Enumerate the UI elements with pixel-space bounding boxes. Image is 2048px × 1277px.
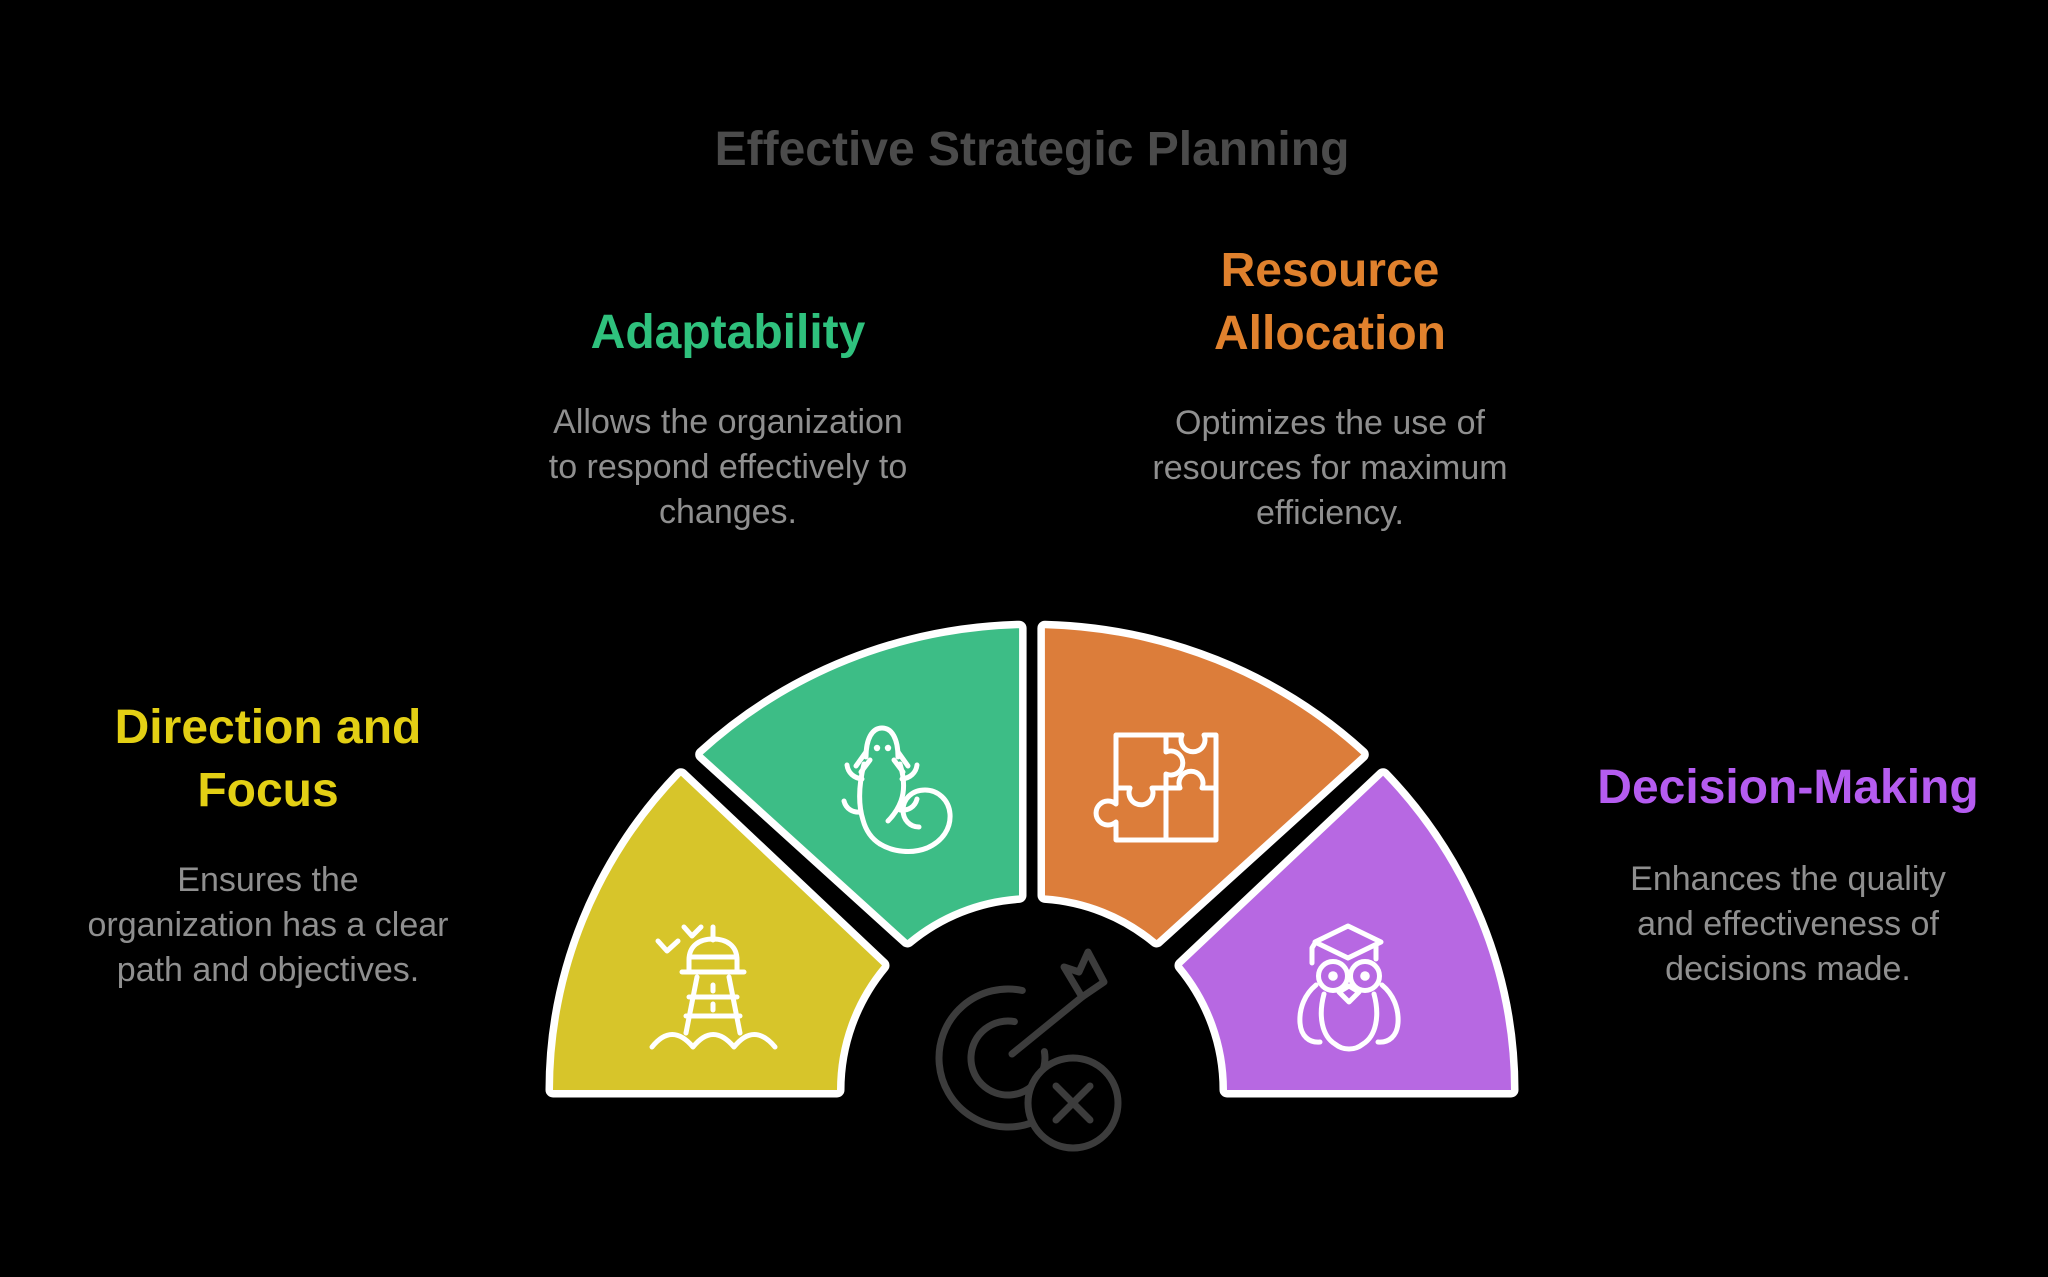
segment-resource-allocation: [1037, 620, 1369, 948]
section-direction-and-focus: Direction and Focus Ensures the organiza…: [18, 696, 518, 993]
body-line: efficiency.: [1255, 494, 1405, 532]
heading-line: Resource: [1220, 244, 1440, 297]
section-resource-allocation-description: Optimizes the use of resources for maxim…: [1080, 401, 1580, 536]
target-outer-ring: [935, 985, 1038, 1131]
body-line: Optimizes the use of: [1175, 404, 1485, 442]
section-adaptability-description: Allows the organization to respond effec…: [478, 400, 978, 535]
heading-line: Decision-Making: [1597, 761, 1979, 814]
body-line: and effectiveness of: [1637, 905, 1939, 943]
body-line: organization has a clear: [87, 906, 449, 944]
salamander-icon: [841, 725, 953, 854]
body-line: resources for maximum: [1152, 449, 1508, 487]
section-adaptability: Adaptability Allows the organization to …: [478, 301, 978, 535]
body-line: Ensures the: [177, 861, 359, 899]
owl-graduate-icon: [1297, 923, 1401, 1052]
heading-line: Allocation: [1213, 307, 1446, 360]
heading-line: Adaptability: [590, 306, 866, 359]
page-title: Effective Strategic Planning: [714, 123, 1350, 176]
segment-adaptability: [695, 620, 1027, 948]
section-direction-and-focus-heading: Direction and Focus: [18, 696, 518, 822]
section-direction-and-focus-description: Ensures the organization has a clear pat…: [18, 858, 518, 993]
body-line: Allows the organization: [553, 403, 903, 441]
segment-decision-making: [1174, 768, 1519, 1098]
section-resource-allocation-heading: Resource Allocation: [1080, 239, 1580, 365]
body-line: Enhances the quality: [1630, 860, 1946, 898]
section-adaptability-heading: Adaptability: [478, 301, 978, 364]
x-mark: [1052, 1082, 1094, 1124]
body-line: path and objectives.: [116, 951, 420, 989]
section-decision-making-description: Enhances the quality and effectiveness o…: [1538, 857, 2038, 992]
dart-shaft: [1008, 993, 1086, 1058]
puzzle-icon: [1093, 732, 1219, 843]
section-decision-making-heading: Decision-Making: [1538, 756, 2038, 819]
segment-shape: [1174, 768, 1519, 1098]
target-dart-icon: [935, 948, 1122, 1152]
body-line: decisions made.: [1665, 950, 1911, 988]
dart-fletching: [1060, 948, 1108, 1001]
body-line: changes.: [659, 493, 797, 531]
section-decision-making: Decision-Making Enhances the quality and…: [1538, 756, 2038, 992]
segment-shape: [545, 768, 890, 1098]
section-resource-allocation: Resource Allocation Optimizes the use of…: [1080, 239, 1580, 536]
heading-line: Direction and: [114, 701, 422, 754]
heading-line: Focus: [197, 764, 339, 817]
segment-direction-and-focus: [545, 768, 890, 1098]
lighthouse-icon: [649, 924, 778, 1050]
body-line: to respond effectively to: [548, 448, 908, 486]
